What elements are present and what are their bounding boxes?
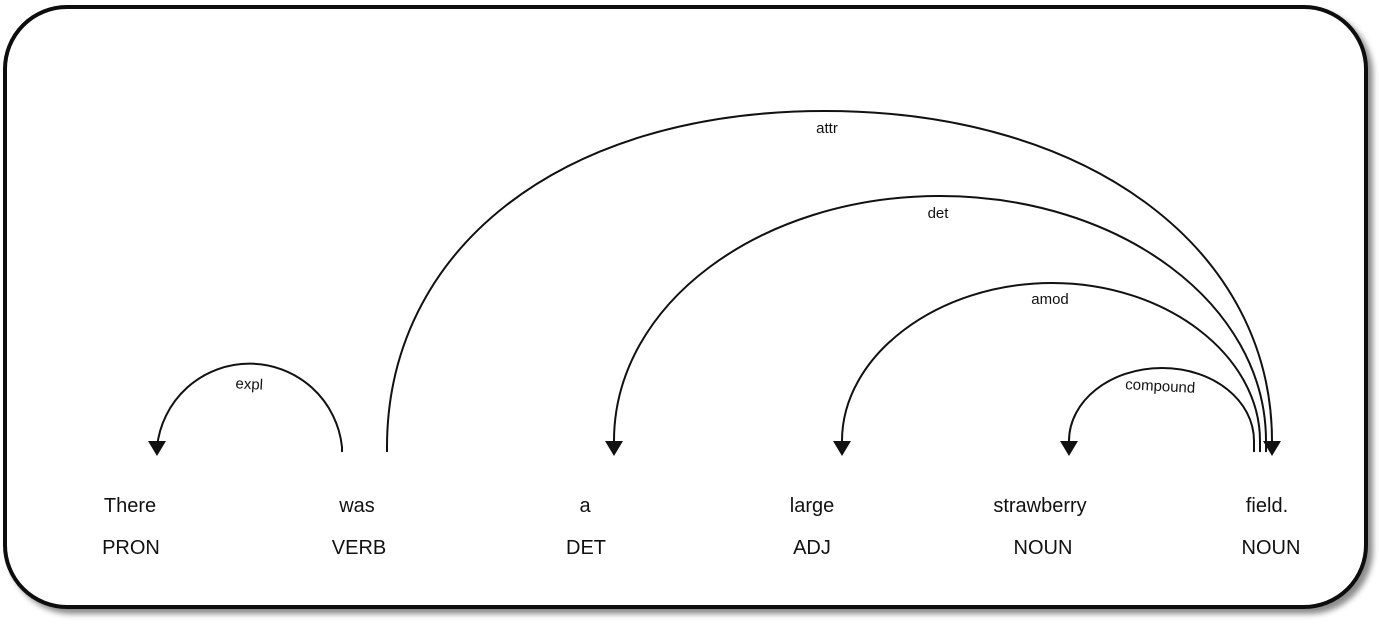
arrowhead-icon (148, 441, 166, 456)
token-2: a DET (566, 495, 606, 559)
arc-label: amod (1031, 291, 1069, 308)
arrowhead-icon (605, 441, 623, 456)
arc-compound: compound (1060, 366, 1255, 456)
arc-path-attr (386, 109, 1273, 452)
arrowhead-icon (833, 441, 851, 456)
token-pos-tag: PRON (102, 537, 160, 559)
arc-amod: amod (833, 281, 1261, 456)
arc-path-compound (1068, 366, 1255, 452)
token-word: was (338, 495, 375, 517)
token-pos-tag: DET (566, 537, 606, 559)
token-1: was VERB (332, 495, 386, 559)
arc-path-amod (841, 281, 1261, 452)
token-0: There PRON (102, 495, 160, 559)
arc-attr: attr (386, 109, 1281, 456)
arrowhead-icon (1263, 441, 1281, 456)
arc-expl: expl (148, 362, 343, 456)
token-pos-tag: NOUN (1242, 537, 1301, 559)
token-pos-tag: ADJ (793, 537, 831, 559)
diagram-frame (3, 5, 1368, 609)
token-pos-tag: VERB (332, 537, 386, 559)
arc-path-expl (156, 362, 343, 452)
token-4: strawberry NOUN (993, 495, 1086, 559)
token-word: strawberry (993, 495, 1086, 517)
arc-det: det (605, 194, 1267, 456)
arc-label: compound (1125, 376, 1196, 397)
arc-label: det (928, 205, 950, 222)
token-5: field. NOUN (1242, 495, 1301, 559)
arrowhead-icon (1060, 441, 1078, 456)
token-word: There (104, 495, 156, 517)
token-word: field. (1246, 495, 1288, 517)
arc-path-det (613, 194, 1267, 452)
token-word: a (579, 495, 591, 517)
token-3: large ADJ (790, 495, 834, 559)
arc-label: attr (816, 120, 838, 137)
token-pos-tag: NOUN (1014, 537, 1073, 559)
arc-label: expl (235, 375, 263, 393)
token-word: large (790, 495, 834, 517)
